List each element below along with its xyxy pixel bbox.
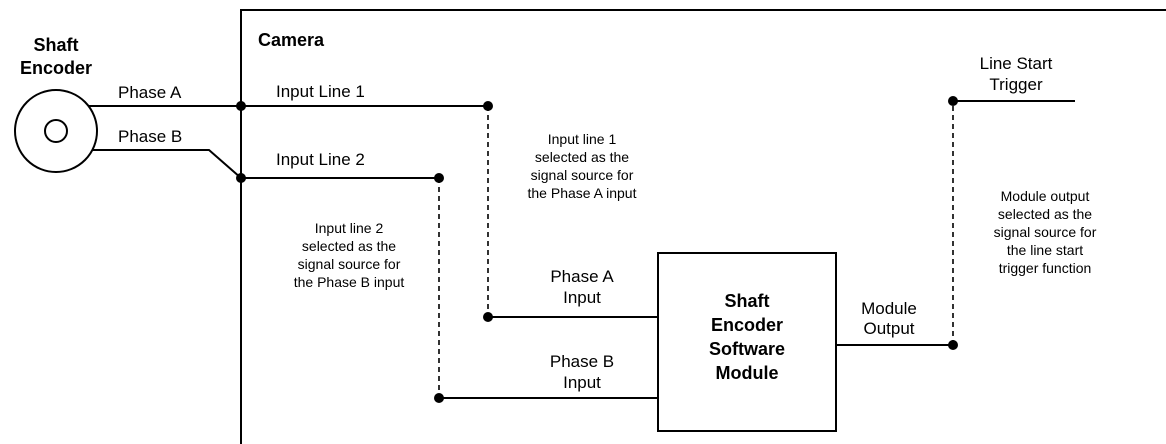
input-line-2-label: Input Line 2 <box>276 150 365 169</box>
software-module-box <box>657 252 837 432</box>
input-line-1-label: Input Line 1 <box>276 82 365 101</box>
phase-b-wire <box>92 149 242 179</box>
output-note-line: Module output <box>1001 188 1090 204</box>
line2-note-line: Input line 2 <box>315 220 384 236</box>
output-note-line: the line start <box>1007 242 1083 258</box>
phase-b-input-node <box>434 393 444 403</box>
encoder-title-line2: Encoder <box>20 58 92 78</box>
output-note-line: trigger function <box>999 260 1092 276</box>
line2-selection-note: Input line 2 selected as the signal sour… <box>294 220 405 290</box>
shaft-encoder-icon <box>14 89 98 173</box>
output-note-line: signal source for <box>994 224 1097 240</box>
trigger-label: Trigger <box>989 75 1043 94</box>
line1-selection-note: Input line 1 selected as the signal sour… <box>528 131 637 201</box>
line1-note-line: signal source for <box>531 167 634 183</box>
output-selection-note: Module output selected as the signal sou… <box>994 188 1097 276</box>
phase-a-input-label: Phase A <box>550 267 614 286</box>
input-line-1-node <box>236 101 246 111</box>
encoder-title-line1: Shaft <box>34 35 79 55</box>
module-output-label: Module <box>861 299 917 318</box>
module-title-line: Module <box>716 363 779 383</box>
module-output-label: Output <box>863 319 914 338</box>
phase-a-input-label: Input <box>563 288 601 307</box>
input-line-2-node <box>236 173 246 183</box>
module-title-line: Software <box>709 339 785 359</box>
output-note-line: selected as the <box>998 206 1092 222</box>
phase-a-label: Phase A <box>118 83 182 102</box>
phase-b-input-label: Input <box>563 373 601 392</box>
phase-b-input-label: Phase B <box>550 352 614 371</box>
phase-b-label: Phase B <box>118 127 182 146</box>
phase-a-input-node <box>483 312 493 322</box>
line1-note-line: the Phase A input <box>528 185 637 201</box>
line1-note-line: Input line 1 <box>548 131 617 147</box>
line1-note-line: selected as the <box>535 149 629 165</box>
trigger-label: Line Start <box>980 54 1053 73</box>
line2-note-line: signal source for <box>298 256 401 272</box>
camera-boundary <box>240 9 1166 444</box>
module-title-line: Shaft <box>725 291 770 311</box>
module-title-line: Encoder <box>711 315 783 335</box>
line2-note-line: selected as the <box>302 238 396 254</box>
line2-note-line: the Phase B input <box>294 274 405 290</box>
camera-title: Camera <box>258 30 325 50</box>
